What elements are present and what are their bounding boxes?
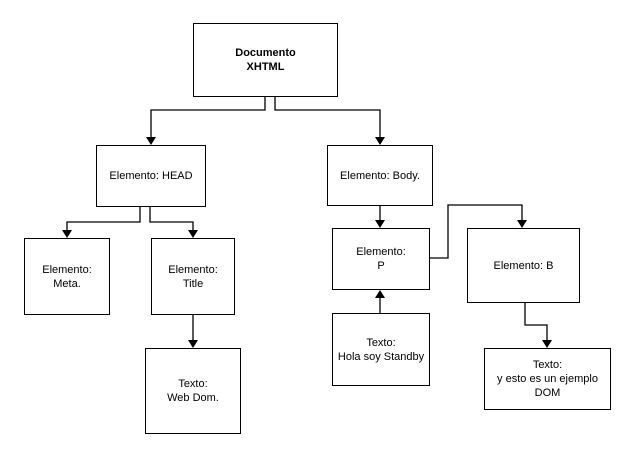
- node-meta-line-2: Meta.: [53, 277, 81, 290]
- node-ejemplo-line-2: y esto es un ejemplo: [497, 373, 598, 385]
- node-documento-line-2: XHTML: [246, 61, 285, 73]
- node-ejemplo-line-1: Texto:: [532, 359, 563, 371]
- connector-documento-head: [150, 97, 266, 140]
- connector-head-title: [149, 207, 194, 233]
- node-p-line-1: Elemento:: [356, 246, 406, 258]
- node-elemento-head: Elemento: HEAD: [96, 145, 206, 207]
- connector-p-b: [430, 204, 523, 259]
- node-elemento-title: Elemento: Title: [151, 238, 235, 315]
- node-elemento-meta: Elemento: Meta.: [24, 238, 110, 315]
- node-elemento-body: Elemento: Body.: [327, 145, 433, 206]
- arrowhead: [375, 220, 385, 228]
- node-elemento-b: Elemento: B: [467, 228, 580, 303]
- node-standby-line-2: Hola soy Standby: [337, 350, 425, 363]
- arrowhead: [517, 220, 527, 228]
- arrowhead: [146, 137, 156, 145]
- node-texto-web-dom: Texto: Web Dom.: [145, 348, 241, 434]
- node-standby-line-1: Texto:: [366, 336, 396, 349]
- connector-documento-body: [274, 97, 381, 140]
- connector-b-ejemplo: [524, 303, 548, 343]
- node-title-line-1: Elemento:: [168, 263, 218, 276]
- arrowhead: [62, 230, 72, 238]
- arrowhead: [188, 340, 198, 348]
- node-documento-line-1: Documento: [235, 47, 296, 59]
- node-ejemplo-line-3: DOM: [534, 387, 561, 399]
- node-texto-standby: Texto: Hola soy Standby: [332, 313, 430, 386]
- node-p-line-2: P: [377, 260, 385, 272]
- arrowhead: [542, 340, 552, 348]
- node-texto-ejemplo-dom: Texto: y esto es un ejemplo DOM: [484, 348, 611, 410]
- node-b-line-1: Elemento: B: [493, 259, 554, 272]
- node-head-line-1: Elemento: HEAD: [109, 170, 193, 182]
- node-documento-xhtml: Documento XHTML: [193, 23, 338, 97]
- arrowhead: [188, 230, 198, 238]
- node-elemento-p: Elemento: P: [332, 228, 430, 290]
- node-meta-line-1: Elemento:: [42, 263, 92, 276]
- connector-head-meta: [66, 207, 141, 233]
- node-webdom-line-1: Texto:: [178, 378, 208, 390]
- arrowhead: [375, 290, 385, 298]
- node-title-line-2: Title: [182, 277, 204, 290]
- arrowhead: [375, 137, 385, 145]
- node-body-line-1: Elemento: Body.: [340, 169, 420, 182]
- node-webdom-line-2: Web Dom.: [167, 392, 219, 404]
